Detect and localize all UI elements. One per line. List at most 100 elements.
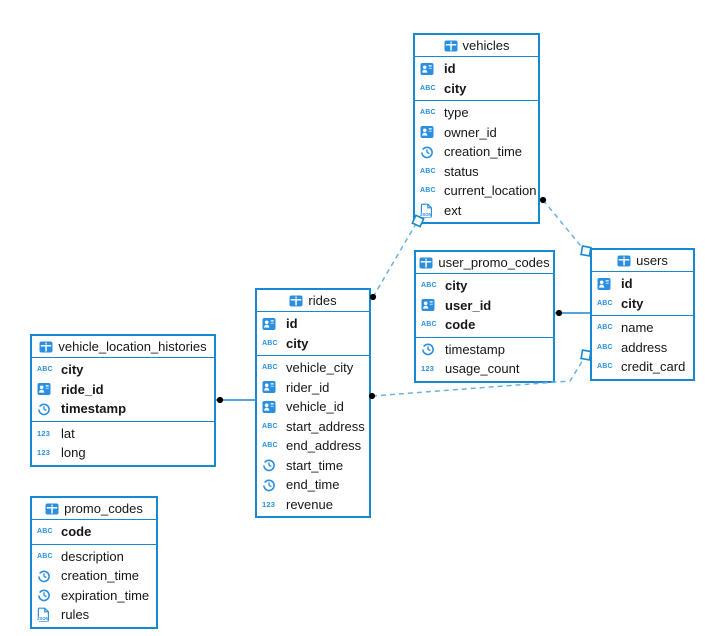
field-row-revenue[interactable]: 123 revenue bbox=[257, 495, 369, 515]
text-type-icon: ABC bbox=[37, 528, 53, 536]
table-header[interactable]: rides bbox=[257, 290, 369, 312]
table-header[interactable]: promo_codes bbox=[32, 498, 156, 520]
field-row-creation_time[interactable]: creation_time bbox=[415, 142, 538, 162]
table-header[interactable]: vehicles bbox=[415, 35, 538, 57]
field-name: id bbox=[444, 61, 456, 77]
table-header[interactable]: vehicle_location_histories bbox=[32, 336, 214, 358]
field-name: city bbox=[61, 362, 84, 378]
field-name: timestamp bbox=[61, 401, 127, 417]
table-header[interactable]: users bbox=[592, 250, 693, 272]
text-type-icon: ABC bbox=[262, 364, 278, 372]
field-row-timestamp[interactable]: timestamp bbox=[416, 340, 553, 360]
field-name: code bbox=[445, 317, 476, 333]
field-name: long bbox=[61, 445, 86, 461]
field-row-timestamp[interactable]: timestamp bbox=[32, 399, 214, 419]
text-type-icon: ABC bbox=[262, 442, 278, 450]
field-name: end_address bbox=[286, 438, 362, 454]
text-type-icon: ABC bbox=[420, 84, 436, 92]
field-name: start_time bbox=[286, 457, 344, 473]
field-name: code bbox=[61, 524, 92, 540]
field-row-expiration_time[interactable]: expiration_time bbox=[32, 586, 156, 606]
json-type-icon: JSON bbox=[37, 607, 56, 622]
table-title: promo_codes bbox=[64, 501, 143, 516]
timestamp-type-icon bbox=[421, 342, 440, 356]
field-name: revenue bbox=[286, 496, 333, 512]
table-icon bbox=[617, 255, 631, 267]
field-row-id[interactable]: id bbox=[415, 59, 538, 79]
field-row-creation_time[interactable]: creation_time bbox=[32, 566, 156, 586]
table-icon bbox=[419, 257, 433, 269]
field-name: address bbox=[621, 339, 668, 355]
table-title: users bbox=[636, 253, 668, 268]
text-type-icon: ABC bbox=[420, 187, 436, 195]
field-row-city[interactable]: ABC city bbox=[32, 360, 214, 380]
table-title: user_promo_codes bbox=[438, 255, 550, 270]
table-title: vehicles bbox=[462, 38, 510, 53]
field-name: vehicle_id bbox=[286, 399, 344, 415]
field-row-code[interactable]: ABC code bbox=[416, 315, 553, 335]
field-row-rider_id[interactable]: rider_id bbox=[257, 378, 369, 398]
field-name: city bbox=[444, 80, 467, 96]
field-name: description bbox=[61, 548, 124, 564]
text-type-icon: ABC bbox=[262, 422, 278, 430]
field-row-id[interactable]: id bbox=[257, 314, 369, 334]
field-name: current_location bbox=[444, 183, 537, 199]
number-type-icon: 123 bbox=[262, 499, 276, 509]
field-row-id[interactable]: id bbox=[592, 274, 693, 294]
field-name: expiration_time bbox=[61, 587, 150, 603]
uuid-type-icon bbox=[262, 380, 281, 394]
field-row-end_address[interactable]: ABC end_address bbox=[257, 436, 369, 456]
field-row-user_id[interactable]: user_id bbox=[416, 296, 553, 316]
table-header[interactable]: user_promo_codes bbox=[416, 252, 553, 274]
uuid-type-icon bbox=[421, 298, 440, 312]
field-row-current_location[interactable]: ABC current_location bbox=[415, 181, 538, 201]
field-row-start_time[interactable]: start_time bbox=[257, 456, 369, 476]
field-row-rules[interactable]: JSON rules bbox=[32, 605, 156, 625]
number-type-icon: 123 bbox=[421, 364, 435, 373]
field-name: rules bbox=[61, 607, 90, 623]
field-name: id bbox=[286, 316, 298, 332]
field-name: id bbox=[621, 276, 633, 292]
field-name: city bbox=[621, 295, 644, 311]
text-type-icon: ABC bbox=[421, 321, 437, 329]
field-name: creation_time bbox=[61, 568, 140, 584]
field-row-vehicle_id[interactable]: vehicle_id bbox=[257, 397, 369, 417]
field-row-end_time[interactable]: end_time bbox=[257, 475, 369, 495]
field-row-owner_id[interactable]: owner_id bbox=[415, 123, 538, 143]
uuid-type-icon bbox=[597, 277, 616, 291]
field-row-ride_id[interactable]: ride_id bbox=[32, 380, 214, 400]
table-icon bbox=[289, 295, 303, 307]
field-row-city[interactable]: ABC city bbox=[415, 79, 538, 99]
field-row-code[interactable]: ABC code bbox=[32, 522, 156, 542]
text-type-icon: ABC bbox=[37, 366, 53, 374]
timestamp-type-icon bbox=[37, 569, 56, 583]
table-title: rides bbox=[308, 293, 337, 308]
text-type-icon: ABC bbox=[262, 339, 278, 347]
